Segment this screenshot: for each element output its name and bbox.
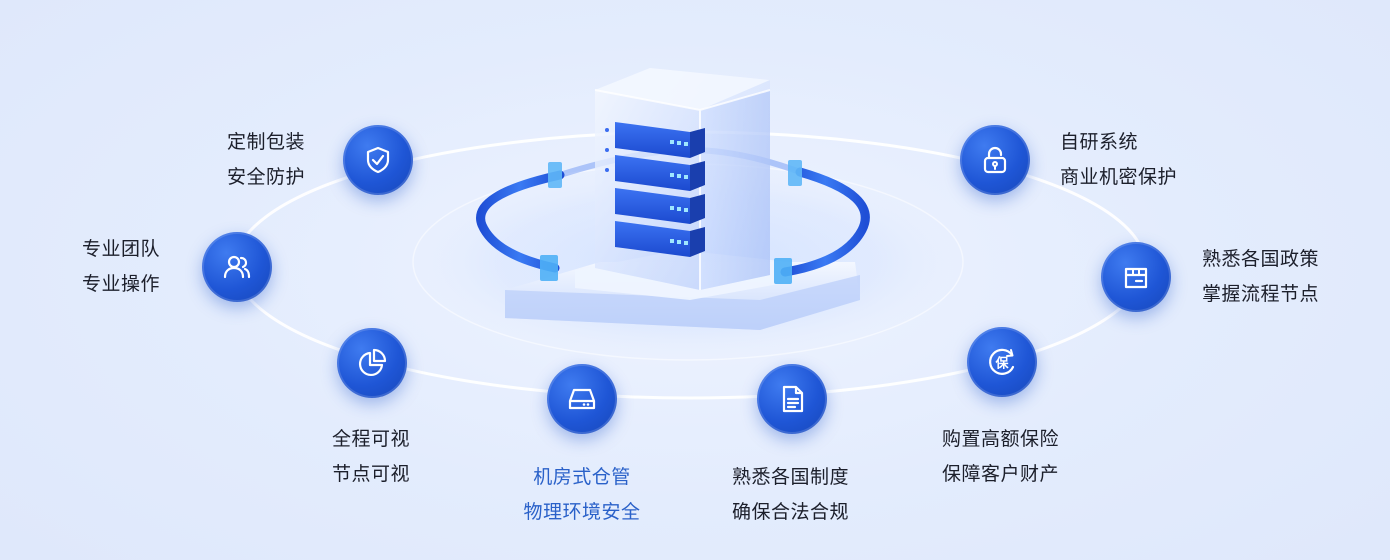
feature-line1: 熟悉各国制度 bbox=[732, 466, 850, 488]
users-icon bbox=[223, 255, 251, 279]
feature-line1: 机房式仓管 bbox=[533, 466, 631, 488]
feature-label-datacenter-storage: 机房式仓管 物理环境安全 bbox=[512, 460, 652, 530]
pie-chart-icon bbox=[358, 348, 387, 377]
storage-drive-icon bbox=[568, 388, 596, 410]
feature-label-privacy: 自研系统 商业机密保护 bbox=[1060, 125, 1177, 195]
feature-label-insurance: 购置高额保险 保障客户财产 bbox=[942, 422, 1059, 492]
feature-node-custom-packaging[interactable] bbox=[343, 125, 413, 195]
feature-line2: 商业机密保护 bbox=[1060, 166, 1178, 188]
feature-line1: 专业团队 bbox=[82, 238, 161, 260]
feature-label-full-visibility: 全程可视 节点可视 bbox=[332, 422, 410, 492]
feature-label-regulations: 熟悉各国制度 确保合法合规 bbox=[732, 460, 849, 530]
feature-line1: 全程可视 bbox=[332, 428, 411, 450]
feature-node-full-visibility[interactable] bbox=[337, 328, 407, 398]
feature-node-regulations[interactable] bbox=[757, 364, 827, 434]
feature-line2: 物理环境安全 bbox=[523, 501, 641, 523]
lock-icon bbox=[983, 146, 1007, 174]
feature-line2: 节点可视 bbox=[332, 463, 411, 485]
feature-line2: 确保合法合规 bbox=[732, 501, 850, 523]
feature-node-privacy[interactable] bbox=[960, 125, 1030, 195]
feature-line1: 定制包装 bbox=[226, 131, 305, 153]
feature-line2: 专业操作 bbox=[82, 273, 161, 295]
feature-line2: 保障客户财产 bbox=[942, 463, 1060, 485]
feature-label-custom-packaging: 定制包装 安全防护 bbox=[205, 125, 305, 195]
feature-label-professional-team: 专业团队 专业操作 bbox=[82, 232, 160, 302]
feature-node-insurance[interactable]: 保 bbox=[967, 327, 1037, 397]
feature-line2: 掌握流程节点 bbox=[1202, 283, 1320, 305]
feature-label-policies: 熟悉各国政策 掌握流程节点 bbox=[1202, 242, 1319, 312]
feature-line2: 安全防护 bbox=[226, 166, 305, 188]
feature-line1: 自研系统 bbox=[1060, 131, 1139, 153]
feature-line1: 熟悉各国政策 bbox=[1202, 248, 1320, 270]
feature-node-professional-team[interactable] bbox=[202, 232, 272, 302]
feature-line1: 购置高额保险 bbox=[942, 428, 1060, 450]
shield-check-icon bbox=[366, 146, 390, 174]
feature-node-datacenter-storage[interactable] bbox=[547, 364, 617, 434]
package-box-icon bbox=[1124, 267, 1148, 289]
svg-text:保: 保 bbox=[994, 356, 1009, 372]
feature-node-policies[interactable] bbox=[1101, 242, 1171, 312]
insurance-bao-icon: 保 bbox=[989, 348, 1015, 375]
document-icon bbox=[782, 385, 804, 413]
